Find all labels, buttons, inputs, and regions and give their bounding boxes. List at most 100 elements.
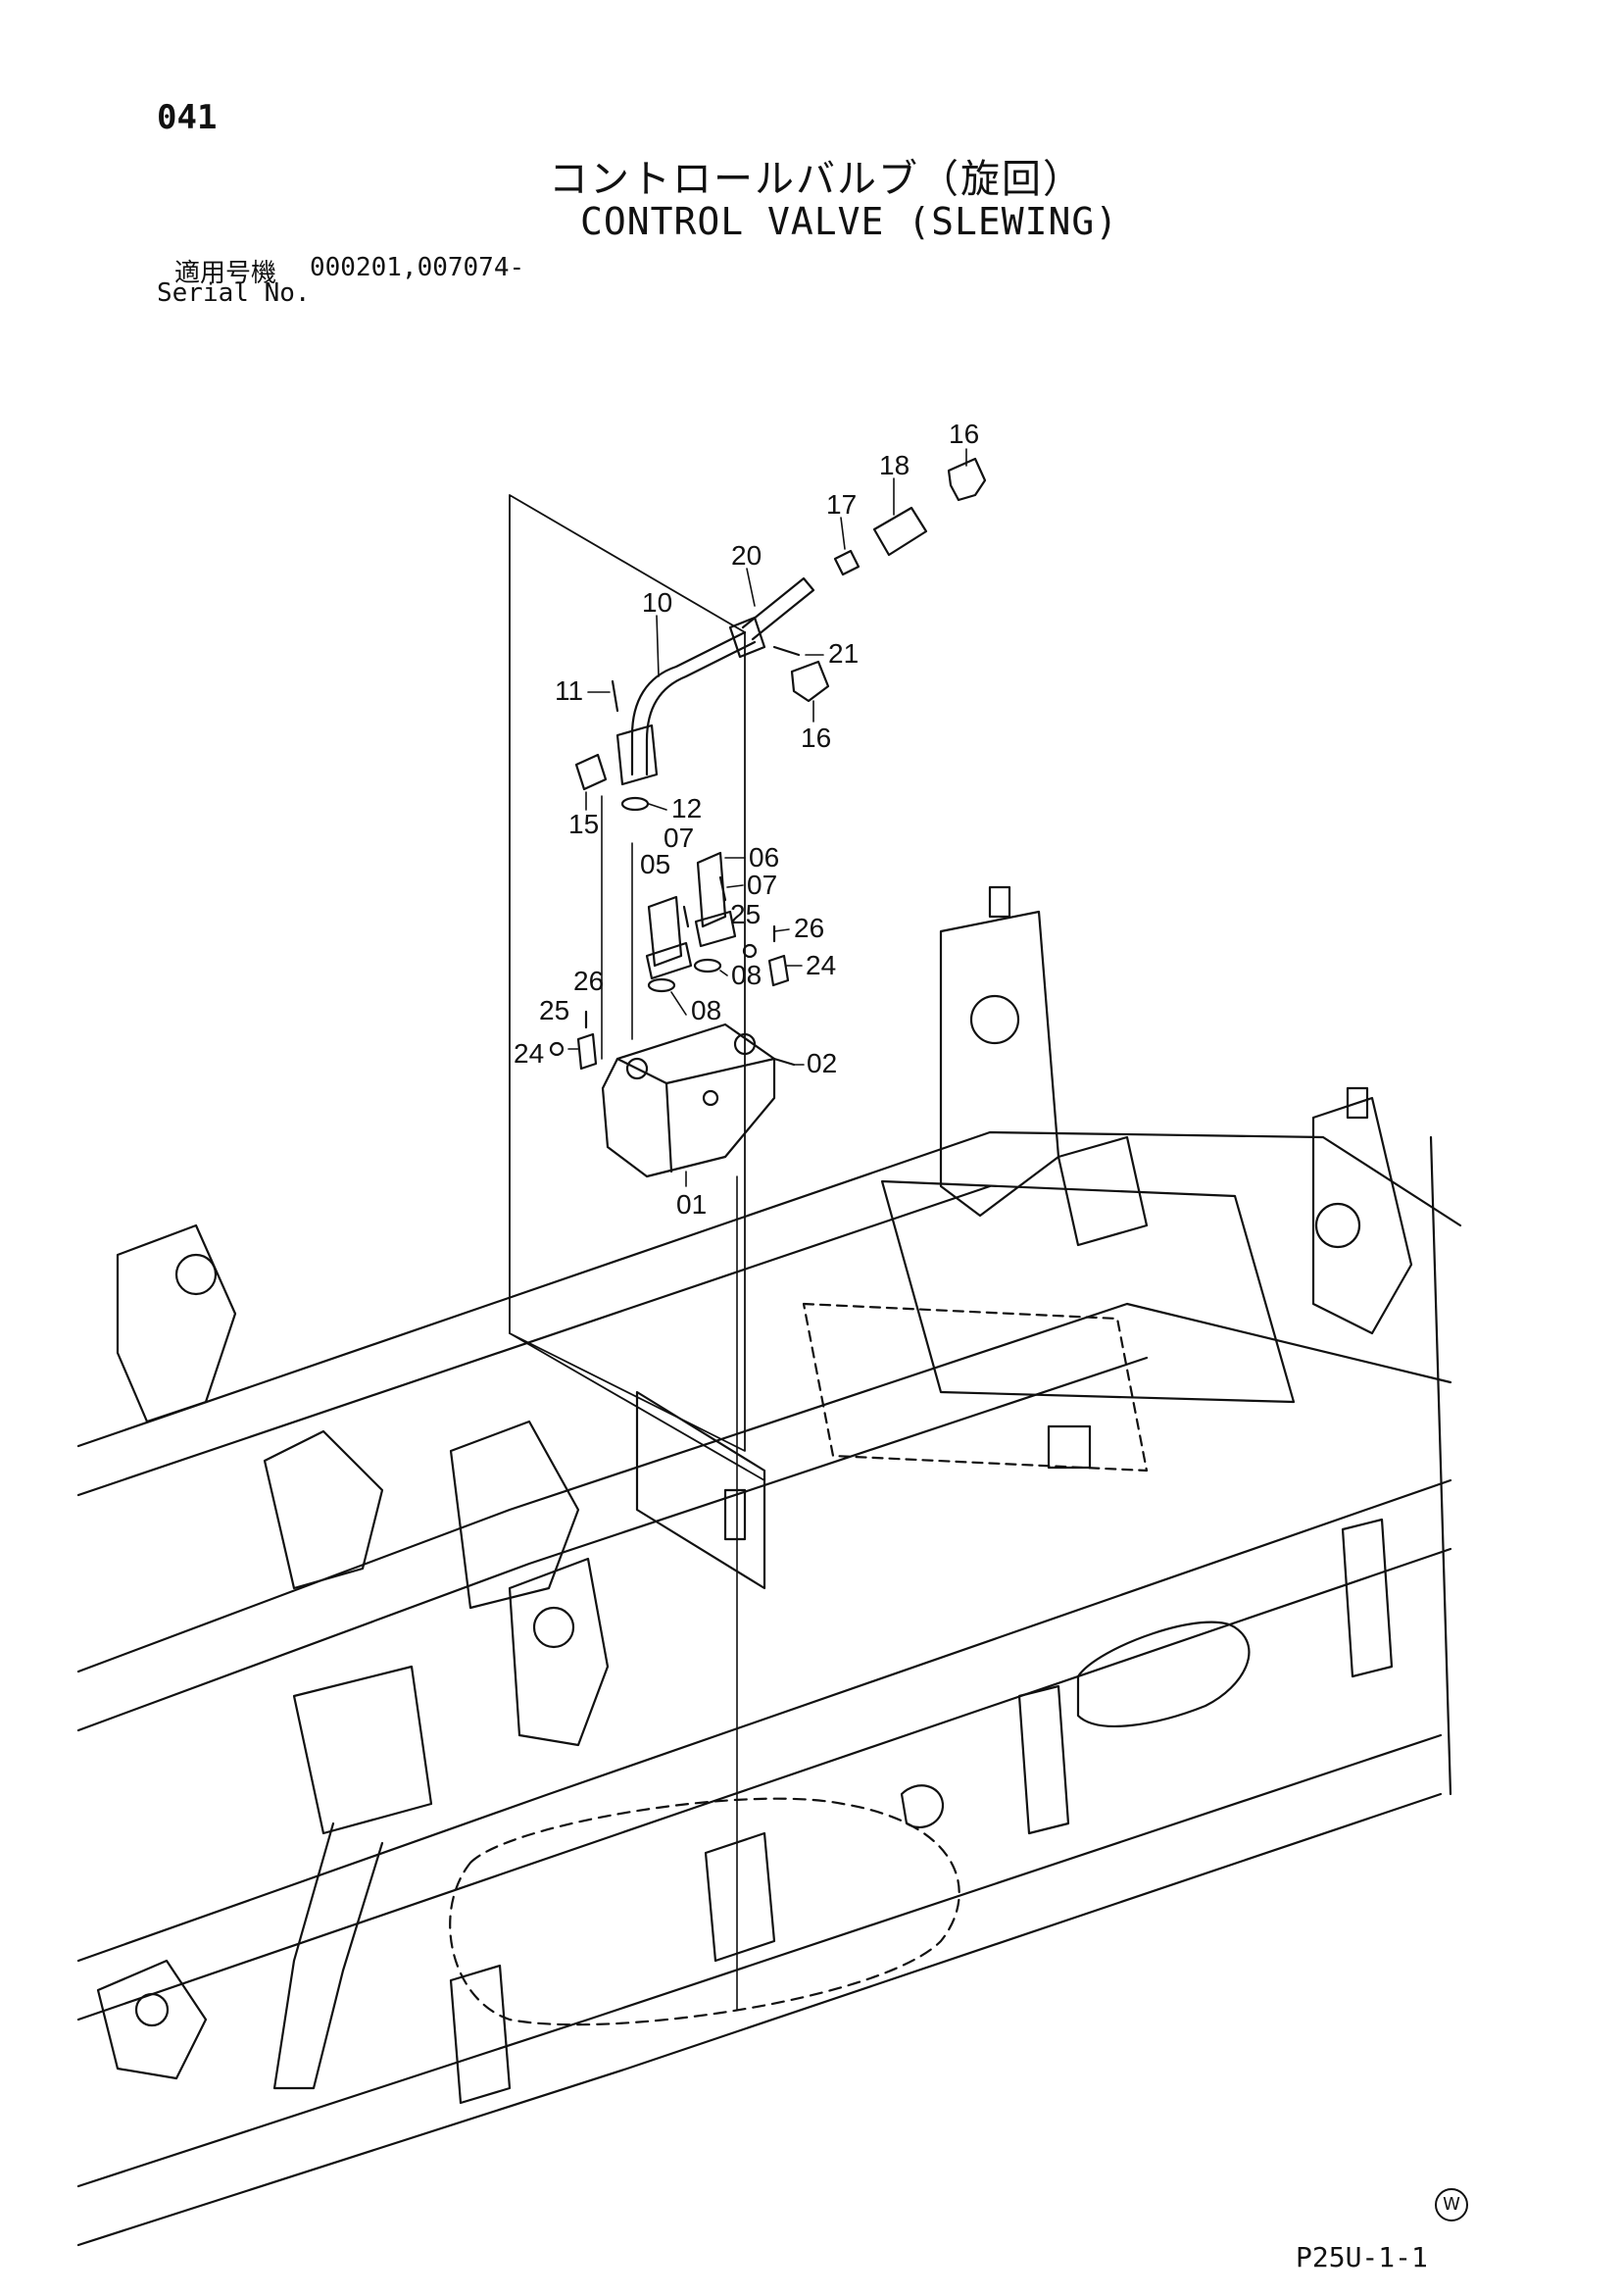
frame-block	[1047, 1424, 1092, 1470]
control-valve-assembly	[549, 851, 796, 1178]
serial-label-english: Serial No.	[157, 278, 311, 308]
page-code: P25U-1-1	[1296, 2241, 1428, 2273]
callout-15: 15	[568, 809, 599, 839]
frame-rail-bottom	[76, 1733, 1443, 2188]
leader-lines	[567, 448, 967, 1187]
part-clamp	[728, 616, 766, 659]
callout-07-top: 07	[664, 823, 694, 853]
callout-10: 10	[642, 587, 672, 618]
frame-rail-lower	[76, 1478, 1452, 1963]
callout-08-right: 08	[731, 960, 762, 990]
part-pipe-10	[630, 630, 757, 776]
page-title-japanese: コントロールバルブ（旋回）	[549, 157, 1084, 202]
part-plug-25-right	[742, 943, 758, 959]
frame-bracket-left-a	[116, 1223, 237, 1423]
bracket-hole-right-a	[969, 994, 1020, 1045]
callout-12: 12	[671, 793, 702, 824]
part-plug-25-left	[549, 1041, 565, 1057]
callout-labels: 16 18 17 20 10 21 11 16 15 12 07 05 06 0…	[514, 419, 979, 1220]
part-o-ring-08-left	[647, 977, 676, 993]
callout-24-right: 24	[806, 950, 836, 980]
callout-17: 17	[826, 489, 857, 520]
frame-rail-bottom-inner	[76, 1792, 1443, 2247]
callout-08-center: 08	[691, 995, 721, 1025]
page-title-english: CONTROL VALVE (SLEWING)	[580, 200, 1119, 243]
part-bolt-11	[611, 679, 619, 713]
frame-tab-right-b	[1346, 1086, 1369, 1120]
part-filter-24-left	[576, 1032, 598, 1071]
part-elbow-fitting-top	[947, 457, 987, 502]
watermark-symbol: W	[1435, 2188, 1468, 2221]
frame-rear-box-inner	[802, 1302, 1149, 1472]
frame-rail-upper	[76, 1130, 1462, 1448]
callout-24-left: 24	[514, 1038, 544, 1069]
frame-center-plate	[635, 1390, 766, 1590]
callout-25-right: 25	[730, 899, 761, 929]
frame-rail-upper-inner	[76, 1184, 992, 1497]
swing-cylinder-arm	[272, 1822, 384, 2090]
part-bolt-07-b	[718, 875, 727, 902]
serial-number-value: 000201,007074-	[310, 253, 525, 282]
part-pipe-20	[741, 576, 815, 641]
frame-bracket-bottom-left	[96, 1959, 208, 2080]
reference-plane-outline	[509, 494, 746, 1452]
callout-21: 21	[828, 638, 859, 669]
frame-upright-right	[1057, 1135, 1149, 1247]
frame-oval-hole	[900, 1784, 945, 1829]
callout-25-left: 25	[539, 995, 569, 1025]
solenoid-06-cap	[694, 910, 737, 948]
bracket-hole-bottom-left	[134, 1992, 170, 2027]
serial-label-japanese: 適用号機	[174, 259, 277, 288]
frame-bracket-right-b	[1311, 1096, 1413, 1335]
part-adapter-15	[574, 753, 608, 791]
page-number: 041	[157, 98, 218, 137]
part-pipe-clamp	[615, 724, 659, 786]
part-filter-24-right	[767, 954, 790, 987]
part-solenoid-05	[647, 895, 683, 968]
valve-port-left	[625, 1057, 649, 1080]
callout-01: 01	[676, 1189, 707, 1220]
part-o-ring-08-right	[693, 958, 722, 973]
frame-slot	[1076, 1621, 1251, 1727]
frame-rail-lower-inner	[76, 1547, 1452, 2021]
frame-rail-mid-inner	[76, 1356, 1149, 1732]
bracket-hole-right-b	[1314, 1202, 1361, 1249]
frame-small-block	[723, 1488, 747, 1541]
part-bolt-21	[772, 645, 801, 657]
frame-bracket-left-b	[508, 1557, 610, 1747]
callout-02: 02	[807, 1048, 837, 1078]
valve-body-front	[664, 1081, 673, 1173]
callout-16-lower: 16	[801, 723, 831, 753]
callout-26-right: 26	[794, 913, 824, 943]
frame-rail-mid	[76, 1302, 1452, 1673]
frame-plate-bottom-center	[704, 1831, 776, 1963]
pilot-piping	[574, 457, 987, 812]
part-o-ring-12	[620, 796, 650, 812]
frame-plate-bottom-right	[1017, 1684, 1070, 1835]
valve-port-front	[702, 1089, 719, 1107]
part-bolt-07-a	[682, 905, 690, 928]
frame-plate-lower-left	[449, 1964, 512, 2105]
callout-26-left: 26	[573, 966, 604, 996]
frame-boom-foot-left	[263, 1429, 384, 1590]
callout-18: 18	[879, 450, 910, 480]
solenoid-05-cap	[645, 941, 693, 980]
frame-boom-foot-center	[449, 1420, 580, 1610]
callout-16-top: 16	[949, 419, 979, 449]
part-bolt-02	[772, 1057, 796, 1067]
valve-body-top	[615, 1057, 776, 1085]
bracket-hole-left-b	[532, 1606, 575, 1649]
frame-bottom-plate	[449, 1797, 960, 2026]
frame-rear-box	[880, 1179, 1296, 1404]
callout-20: 20	[731, 540, 762, 571]
part-elbow-fitting-lower	[790, 660, 830, 703]
part-adapter	[833, 549, 861, 576]
bracket-hole-left-a	[174, 1253, 218, 1296]
callout-07-right: 07	[747, 870, 777, 900]
valve-port-right	[733, 1032, 757, 1056]
callout-05: 05	[640, 849, 670, 879]
swing-cylinder-bracket	[292, 1665, 433, 1835]
upperstructure-frame	[76, 885, 1462, 2247]
